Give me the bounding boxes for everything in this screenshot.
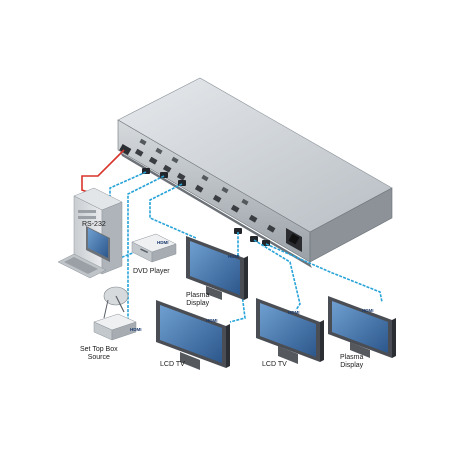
set-top-box-label-line1: Set Top Box	[80, 346, 118, 353]
plasma-right-label-line2: Display	[340, 362, 364, 369]
lcd-right-label: LCD TV	[262, 361, 287, 368]
set-top-box-label-line2: Source	[87, 354, 110, 361]
hdmi-cable-plasma-right	[265, 243, 383, 303]
hdmi-cable-lcd-left	[229, 232, 246, 323]
plasma-right-label: Plasma Display	[340, 354, 363, 370]
rs232-label: RS-232	[82, 221, 106, 228]
plasma-display-right	[328, 296, 396, 358]
hdmi-tag-dvd: HDMI	[157, 240, 169, 245]
hdmi-tag-plasma-top: HDMI	[228, 254, 240, 259]
computer	[57, 187, 123, 279]
hdmi-tag-plasma-right: HDMI	[362, 308, 374, 313]
plasma-top-label-line1: Plasma	[186, 292, 210, 299]
dvd-player	[131, 233, 177, 263]
lcd-tv-left	[156, 300, 230, 370]
hdmi-tag-settop: HDMI	[130, 327, 142, 332]
hdmi-cable-plasma-top	[149, 183, 197, 239]
satellite-dish	[103, 286, 129, 319]
lcd-left-label: LCD TV	[160, 361, 185, 368]
set-top-box-label: Set Top Box Source	[80, 346, 118, 362]
plasma-display-top	[186, 236, 248, 300]
input-ports	[139, 138, 249, 206]
hdmi-cable-lcd-right	[253, 239, 301, 311]
matrix-switcher-unit	[117, 77, 393, 268]
rs232-port	[119, 144, 132, 156]
hdmi-tag-lcd-right: HDMI	[288, 310, 300, 315]
plasma-top-label: Plasma Display	[186, 292, 209, 308]
set-top-box	[93, 313, 137, 341]
power-socket	[286, 228, 302, 252]
dvd-player-label: DVD Player	[133, 268, 170, 275]
plasma-right-label-line1: Plasma	[340, 354, 364, 361]
plasma-top-label-line2: Display	[186, 300, 210, 307]
output-ports	[134, 148, 276, 233]
lcd-tv-right	[256, 298, 324, 364]
hdmi-tag-lcd-left: HDMI	[206, 318, 218, 323]
